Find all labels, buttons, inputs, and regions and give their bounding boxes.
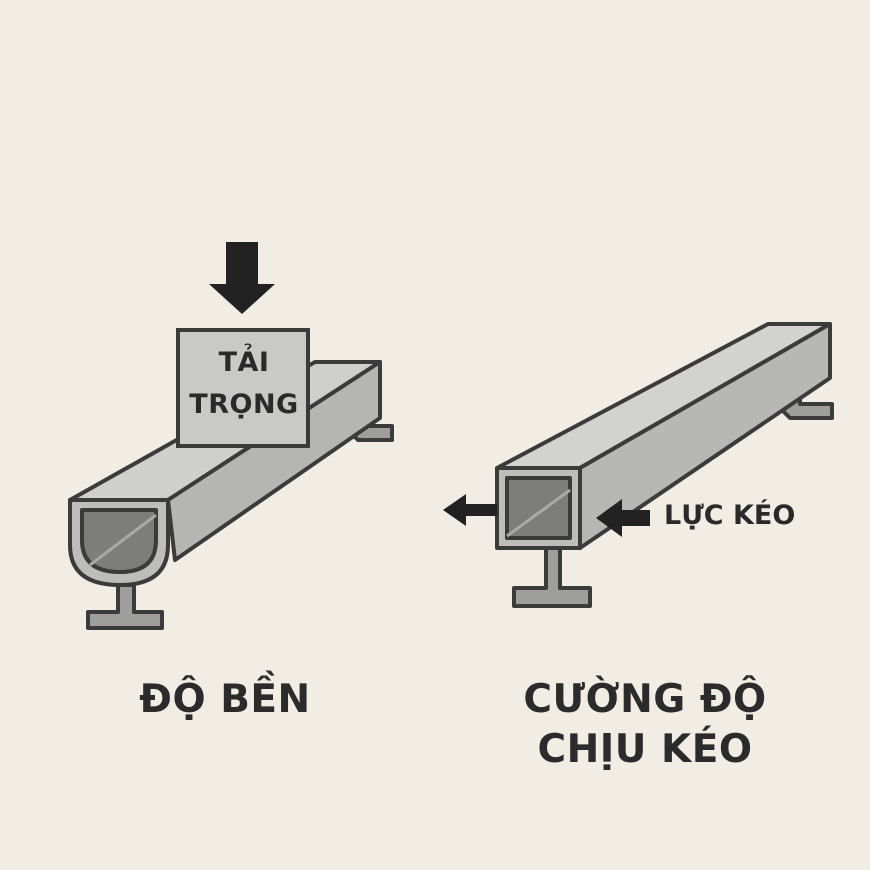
left-arrow-icon	[443, 494, 497, 526]
load-label-line2: TRỌNG	[189, 389, 299, 420]
down-arrow-icon	[209, 242, 275, 314]
right-caption-line2: CHỊU KÉO	[537, 727, 753, 772]
pull-arrow-icon	[596, 499, 650, 537]
right-caption-line1: CƯỜNG ĐỘ	[523, 677, 767, 722]
left-caption: ĐỘ BỀN	[139, 677, 311, 722]
right-caption: CƯỜNG ĐỘ CHỊU KÉO	[480, 675, 810, 775]
right-beam	[495, 322, 834, 608]
pull-force-label: LỰC KÉO	[664, 500, 796, 531]
load-label-line1: TẢI	[218, 347, 270, 378]
load-label: TẢI TRỌNG	[180, 342, 308, 426]
load-block	[176, 328, 310, 448]
